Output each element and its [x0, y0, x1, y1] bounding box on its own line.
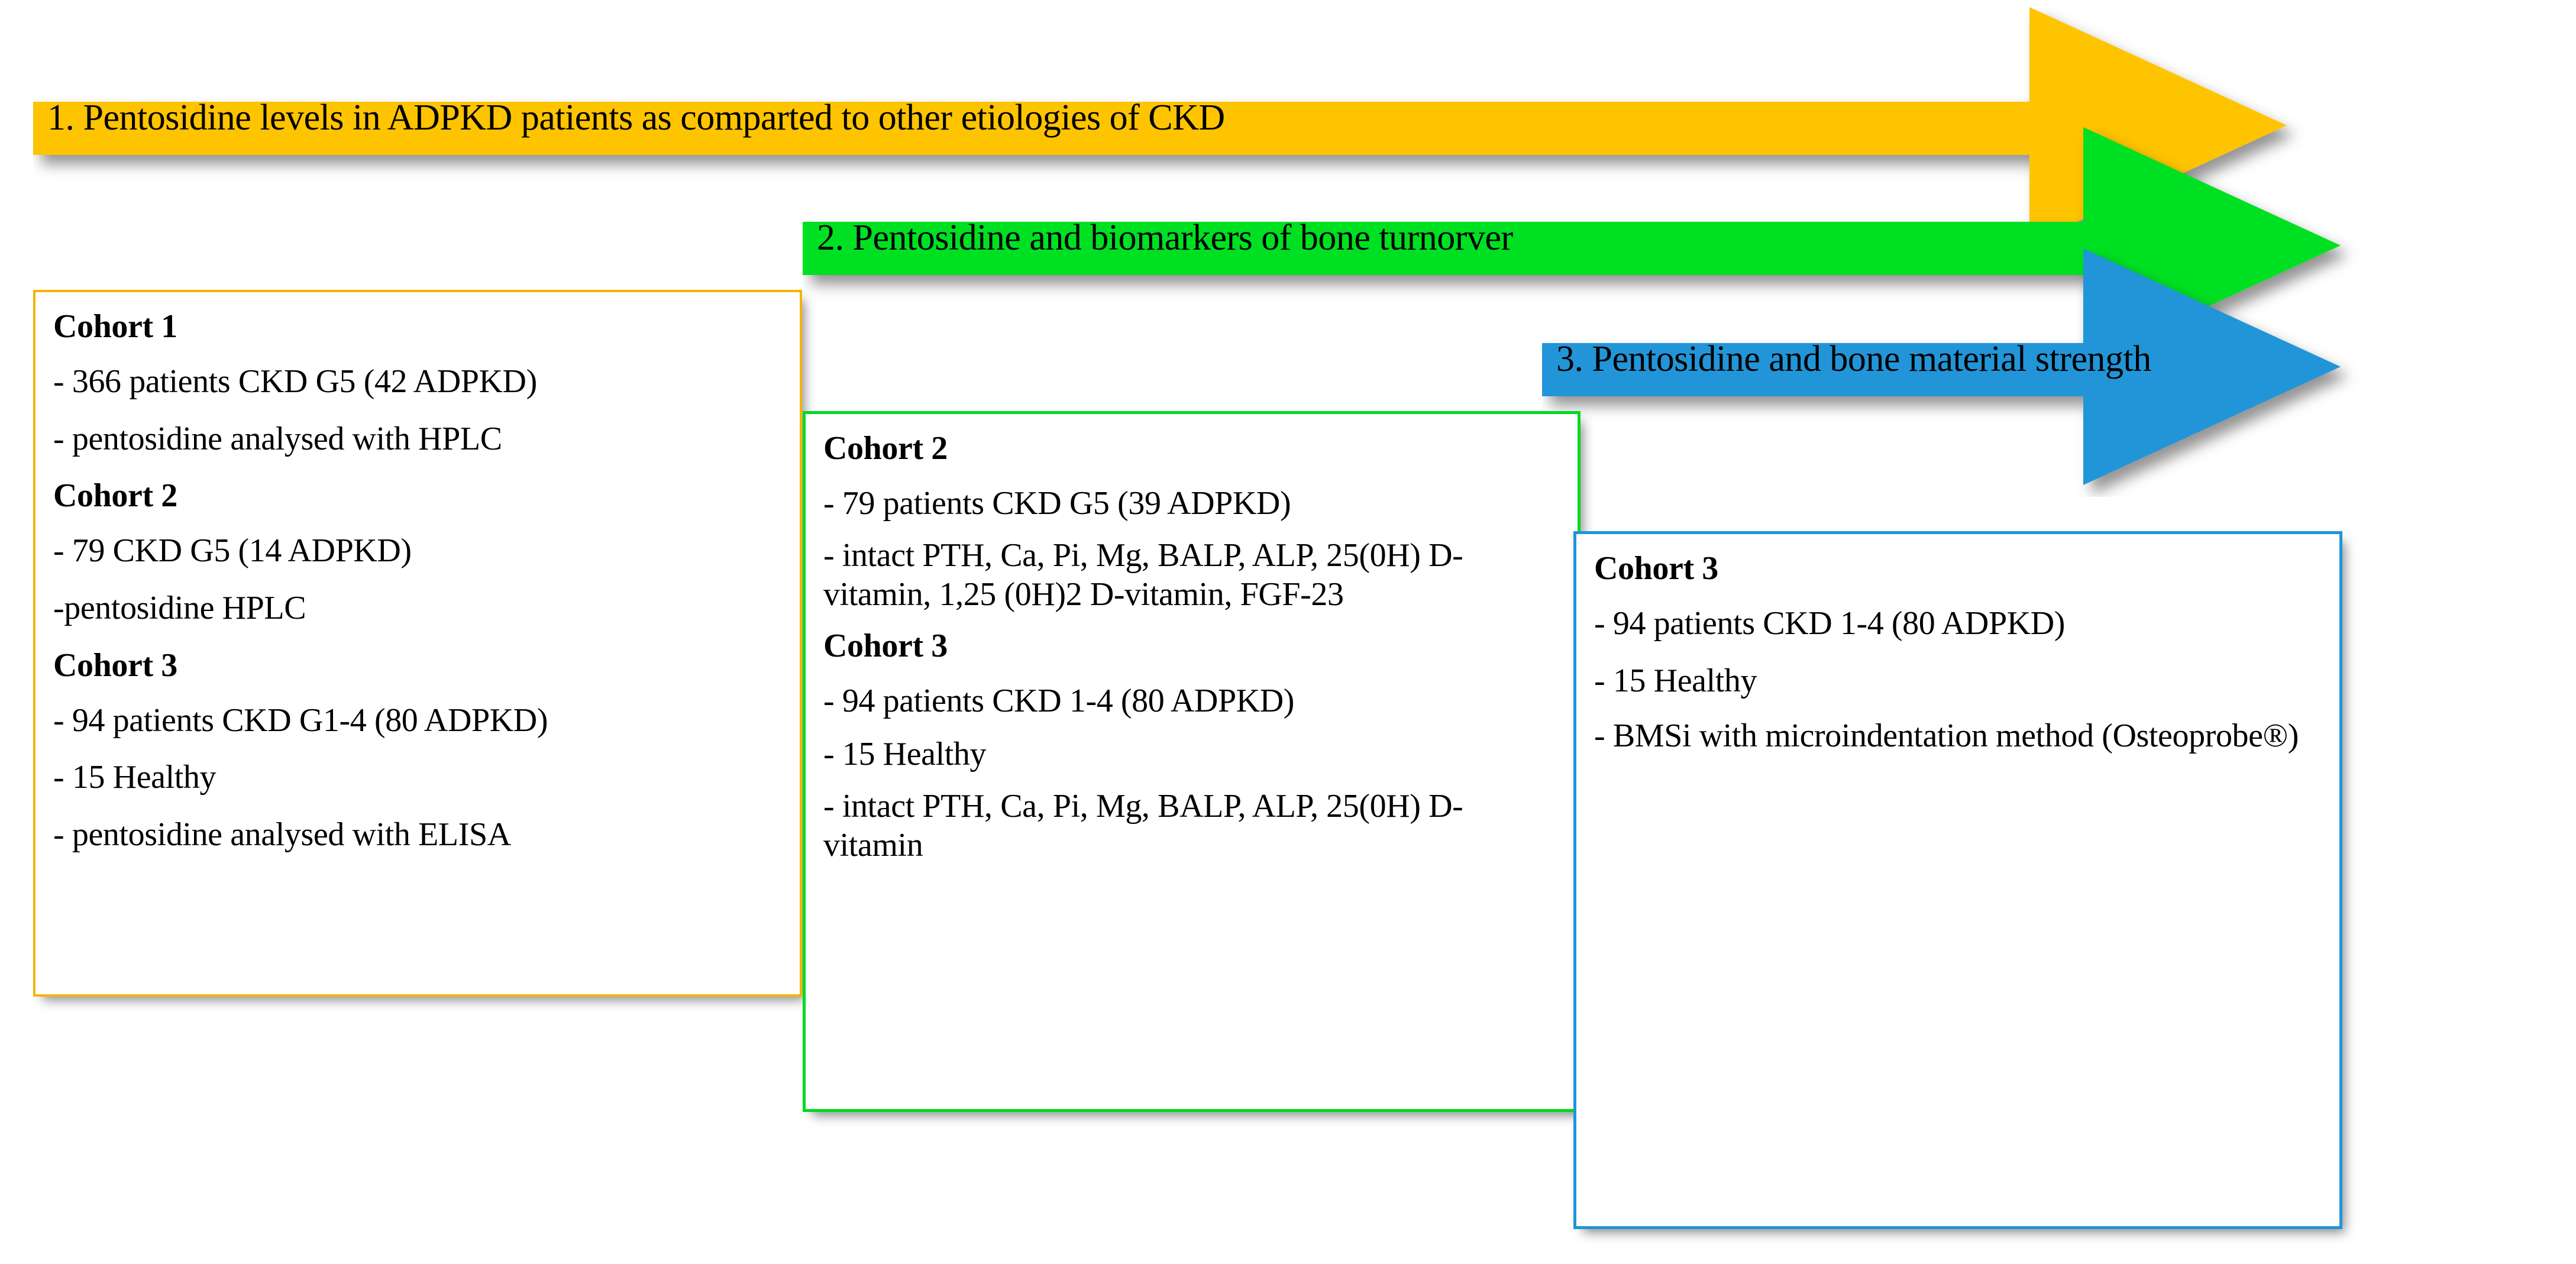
card-2-line-6: - intact PTH, Ca, Pi, Mg, BALP, ALP, 25(… — [823, 788, 1463, 864]
card-3-line-3: - BMSi with microindentation method (Ost… — [1594, 717, 2299, 755]
card-1-line-7: - 94 patients CKD G1-4 (80 ADPKD) — [53, 701, 548, 739]
card-2-line-0: Cohort 2 — [823, 430, 948, 467]
step-3-detail-card: Cohort 3 - 94 patients CKD 1-4 (80 ADPKD… — [1573, 531, 2342, 1229]
step-3-arrow-banner: 3. Pentosidine and bone material strengt… — [1542, 248, 2571, 497]
card-1-line-4: - 79 CKD G5 (14 ADPKD) — [53, 532, 412, 570]
card-2-line-5: - 15 Healthy — [823, 736, 987, 773]
card-3-line-0: Cohort 3 — [1594, 550, 1718, 587]
step-2-detail-card: Cohort 2 - 79 patients CKD G5 (39 ADPKD)… — [803, 411, 1580, 1112]
card-1-line-6: Cohort 3 — [53, 646, 177, 684]
step-3-arrow-shape — [1542, 248, 2341, 485]
card-3-line-2: - 15 Healthy — [1594, 662, 1757, 699]
card-3-line-1: - 94 patients CKD 1-4 (80 ADPKD) — [1594, 604, 2066, 642]
step-2-arrow-shape — [803, 127, 2341, 364]
card-1-line-3: Cohort 2 — [53, 477, 177, 515]
card-1-line-0: Cohort 1 — [53, 308, 177, 345]
card-1-line-9: - pentosidine analysed with ELISA — [53, 816, 511, 854]
step-1-arrow-shape — [33, 7, 2287, 244]
card-2-line-4: - 94 patients CKD 1-4 (80 ADPKD) — [823, 682, 1295, 719]
card-2-line-3: Cohort 3 — [823, 627, 948, 664]
step-1-detail-card: Cohort 1 - 366 patients CKD G5 (42 ADPKD… — [33, 290, 802, 997]
card-1-line-2: - pentosidine analysed with HPLC — [53, 420, 502, 457]
step-2-arrow-banner: 2. Pentosidine and biomarkers of bone tu… — [803, 127, 2571, 376]
step-3-banner-label: 3. Pentosidine and bone material strengt… — [1556, 339, 2151, 379]
step-1-banner-label: 1. Pentosidine levels in ADPKD patients … — [47, 98, 1225, 138]
card-2-line-2: - intact PTH, Ca, Pi, Mg, BALP, ALP, 25(… — [823, 536, 1463, 613]
card-1-line-5: -pentosidine HPLC — [53, 589, 306, 626]
card-1-line-1: - 366 patients CKD G5 (42 ADPKD) — [53, 363, 537, 400]
card-1-line-8: - 15 Healthy — [53, 759, 216, 796]
card-2-line-1: - 79 patients CKD G5 (39 ADPKD) — [823, 484, 1291, 522]
step-1-arrow-banner: 1. Pentosidine levels in ADPKD patients … — [33, 7, 2517, 256]
step-2-banner-label: 2. Pentosidine and biomarkers of bone tu… — [817, 218, 1513, 258]
